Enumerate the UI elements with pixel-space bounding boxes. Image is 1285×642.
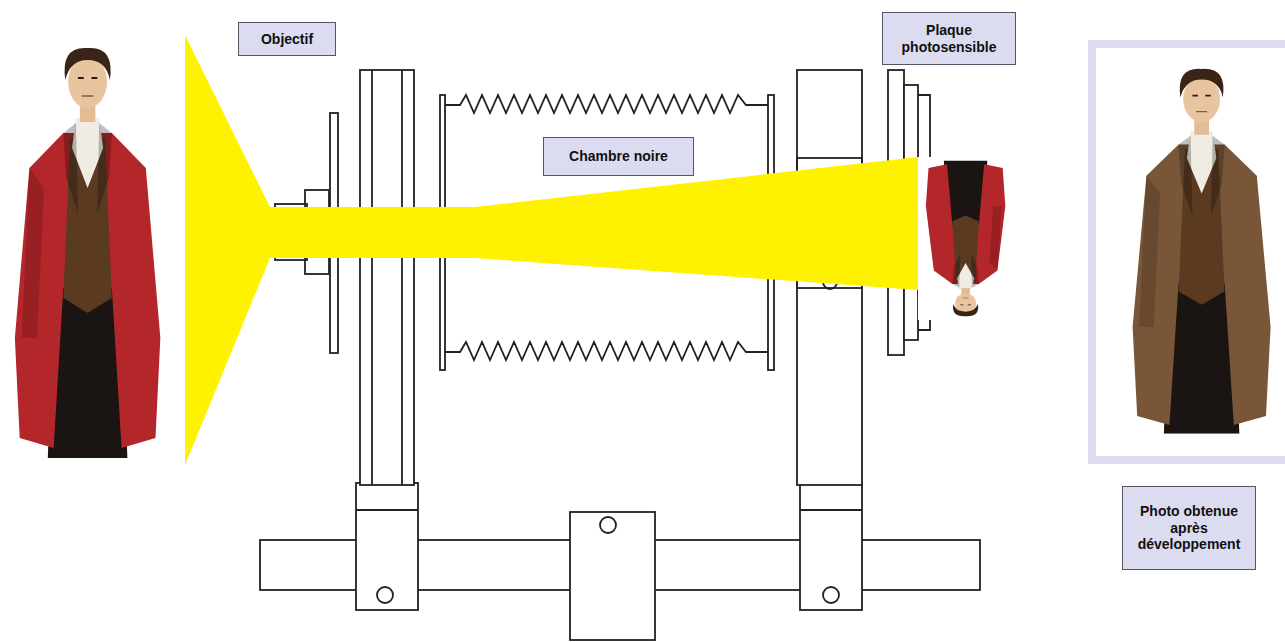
light-beam-part: [185, 35, 918, 465]
camera-body: [260, 70, 980, 640]
camera-body-part: [570, 512, 655, 640]
person: [15, 48, 161, 458]
label-text: Chambre noire: [569, 148, 668, 165]
camera-body-part: [356, 509, 418, 511]
camera-body-part: [371, 70, 373, 485]
inverted-image-part: [918, 157, 1015, 320]
person-part: [15, 48, 161, 458]
label-box: Objectif: [238, 22, 336, 56]
inverted-image: [918, 157, 1015, 320]
camera-body-part: [377, 587, 393, 603]
camera-body-part: [445, 95, 768, 113]
developed-photo-part: [1133, 69, 1271, 434]
camera-body-part: [445, 342, 768, 360]
light-beam: [185, 35, 918, 465]
label-box: Photo obtenue après développement: [1122, 486, 1256, 570]
label-text: Plaque photosensible: [890, 22, 1008, 56]
developed-photo: [1092, 44, 1285, 460]
label-box: Plaque photosensible: [882, 12, 1016, 65]
label-text: Objectif: [261, 31, 313, 48]
inverted-image-part: [926, 160, 1006, 316]
camera-body-part: [823, 587, 839, 603]
camera-body-part: [401, 70, 403, 485]
camera-body-part: [360, 70, 414, 485]
label-box: Chambre noire: [543, 137, 694, 176]
camera-body-part: [800, 509, 862, 511]
camera-body-part: [356, 483, 418, 610]
label-text: Photo obtenue après développement: [1130, 503, 1248, 553]
camera-body-part: [600, 517, 616, 533]
camera-body-part: [800, 483, 862, 610]
developed-photo-part: [1092, 44, 1285, 460]
